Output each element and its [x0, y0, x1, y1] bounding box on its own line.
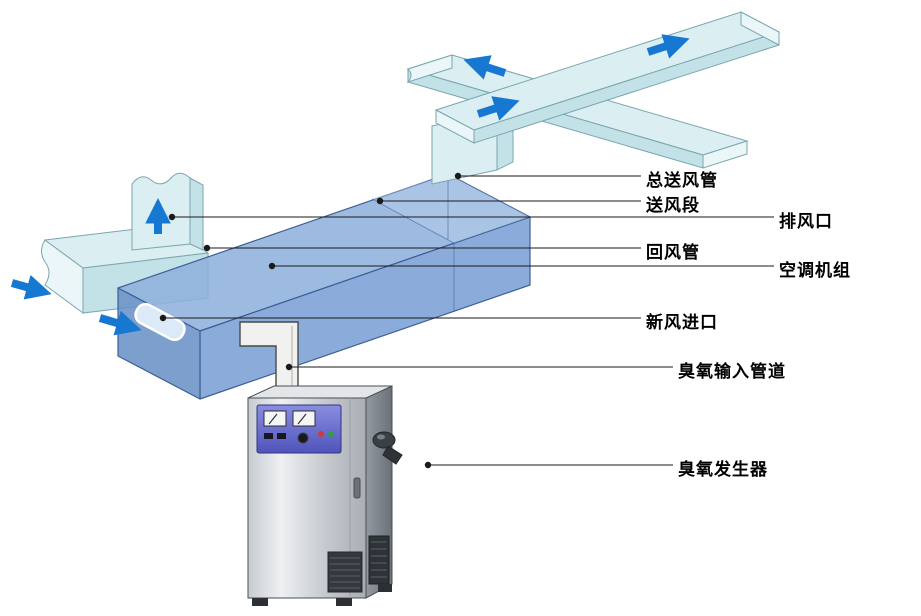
gauge-left: [263, 410, 287, 427]
ozone-generator-unit: [247, 385, 403, 606]
panel-switch-1: [264, 433, 273, 439]
generator-foot-back: [378, 584, 392, 592]
airflow-arrow-cross-left: [463, 55, 507, 80]
generator-top-face: [247, 385, 393, 399]
dot-air-conditioning-unit: [268, 262, 276, 270]
label-air-conditioning-unit: 空调机组: [779, 261, 851, 280]
side-outlet-fitting: [372, 431, 396, 449]
exhaust-duct-side-face: [189, 177, 204, 251]
main-supply-cross-duct: [406, 11, 781, 169]
airflow-arrow-cross-center: [476, 96, 520, 121]
dot-ozone-input-pipe: [285, 363, 293, 371]
label-return-air-duct: 回风管: [646, 243, 700, 262]
gauge-left-needle: [268, 413, 278, 425]
panel-knob: [297, 432, 309, 444]
panel-indicator-green: [328, 431, 334, 437]
side-outlet-highlight: [377, 434, 385, 440]
cross-duct-left-torn-end: [406, 54, 453, 84]
dot-fresh-air-inlet: [159, 314, 167, 322]
fresh-air-inlet: [98, 302, 186, 342]
airflow-arrow-cross-upper-right: [646, 34, 690, 59]
airflow-arrow-fresh-air: [98, 310, 142, 336]
cross-duct-lower-right-torn-end: [702, 140, 748, 169]
label-exhaust-outlet: 排风口: [779, 212, 833, 231]
side-outlet-stub: [382, 445, 403, 465]
dot-return-air-duct: [203, 244, 211, 252]
generator-foot-left: [252, 598, 268, 606]
gauge-right: [292, 410, 316, 427]
ahu-supply-section-highlight: [372, 174, 530, 243]
exhaust-outlet-duct: [131, 172, 204, 251]
airflow-arrow-return-inlet: [10, 274, 52, 300]
label-main-supply-duct: 总送风管: [646, 171, 718, 190]
leader-lines: [159, 172, 774, 469]
side-vent-slats: [371, 541, 387, 578]
front-vent-grille: [327, 551, 363, 593]
ahu-internal-partition: [371, 174, 455, 311]
gauge-right-needle: [297, 413, 307, 425]
front-vent-slats: [330, 557, 360, 589]
generator-foot-right: [336, 598, 352, 606]
dot-main-supply-duct: [454, 172, 462, 180]
dot-ozone-generator: [424, 461, 432, 469]
cross-duct-upper-right-torn-end: [740, 11, 780, 46]
panel-indicator-red: [318, 431, 324, 437]
label-ozone-generator: 臭氧发生器: [678, 460, 768, 479]
dot-supply-section: [376, 197, 384, 205]
dot-exhaust-outlet: [168, 213, 176, 221]
label-fresh-air-inlet: 新风进口: [646, 313, 718, 332]
fresh-air-inlet-slot: [134, 302, 186, 342]
label-ozone-input-pipe: 臭氧输入管道: [678, 362, 786, 381]
cross-duct-riser-junction: [435, 109, 475, 144]
label-supply-section: 送风段: [646, 196, 700, 215]
door-latch: [353, 477, 361, 499]
panel-switch-2: [277, 433, 286, 439]
